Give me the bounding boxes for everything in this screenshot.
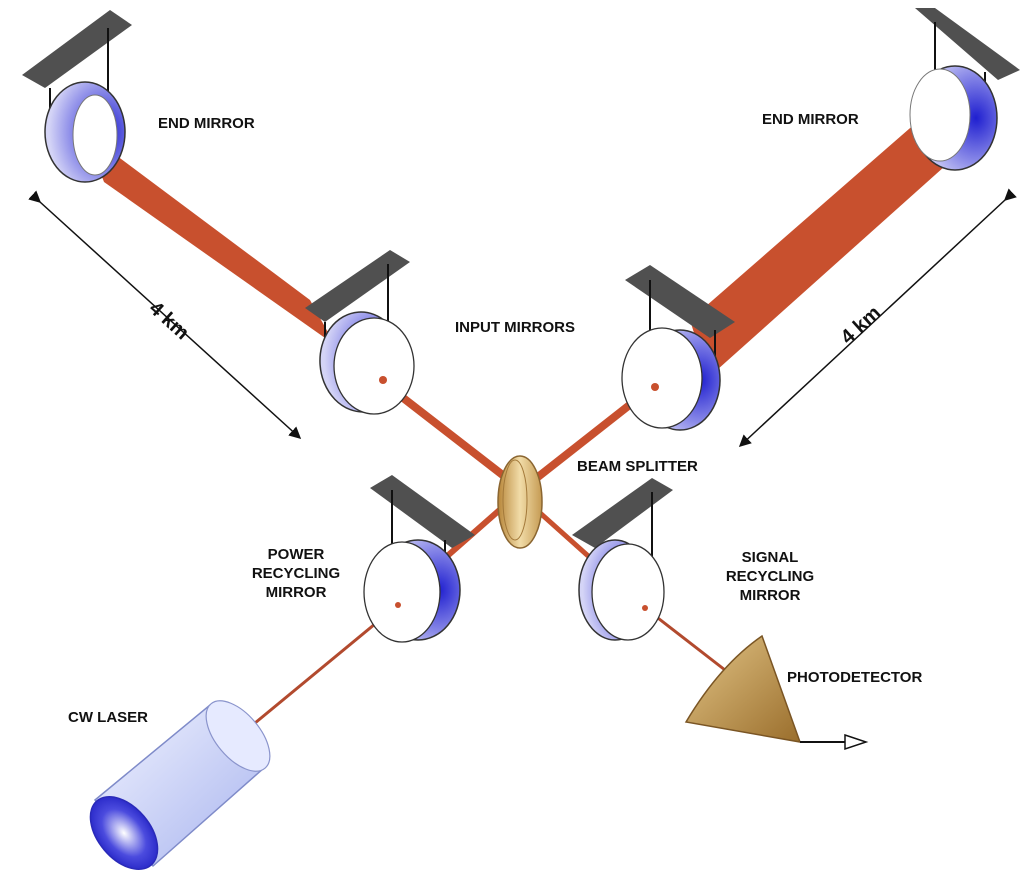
- right-arm-beam: [690, 115, 954, 378]
- left-arm-beam: [85, 132, 335, 345]
- signal-recycling-label-line1: SIGNAL: [742, 549, 799, 566]
- power-recycling-label-line1: POWER: [268, 546, 325, 563]
- end-mirror-left-label: END MIRROR: [158, 115, 255, 132]
- arm-length-arrow-left: [28, 190, 302, 440]
- end-mirror-left: [22, 10, 132, 183]
- photodetector: [684, 634, 869, 751]
- power-recycling-mirror: [363, 475, 475, 643]
- signal-recycling-label-line3: MIRROR: [740, 587, 801, 604]
- beam-splitter: [497, 455, 543, 549]
- signal-recycling-label-line2: RECYCLING: [726, 568, 814, 585]
- arm-length-right-label: 4 km: [837, 302, 886, 349]
- input-mirror-left: [305, 250, 415, 415]
- input-mirror-right: [621, 265, 735, 431]
- end-mirror-right-label: END MIRROR: [762, 111, 859, 128]
- photodetector-label: PHOTODETECTOR: [787, 669, 922, 686]
- end-mirror-right: [909, 8, 1020, 171]
- arm-length-arrow-right: [738, 188, 1017, 448]
- power-recycling-label-line2: RECYCLING: [252, 565, 340, 582]
- signal-recycling-mirror: [572, 478, 673, 641]
- power-recycling-label-line3: MIRROR: [266, 584, 327, 601]
- input-mirrors-label: INPUT MIRRORS: [455, 319, 575, 336]
- cw-laser-label: CW LASER: [68, 709, 148, 726]
- arm-length-left-label: 4 km: [145, 297, 194, 344]
- beam-splitter-label: BEAM SPLITTER: [577, 458, 698, 475]
- cw-laser: [89, 700, 271, 871]
